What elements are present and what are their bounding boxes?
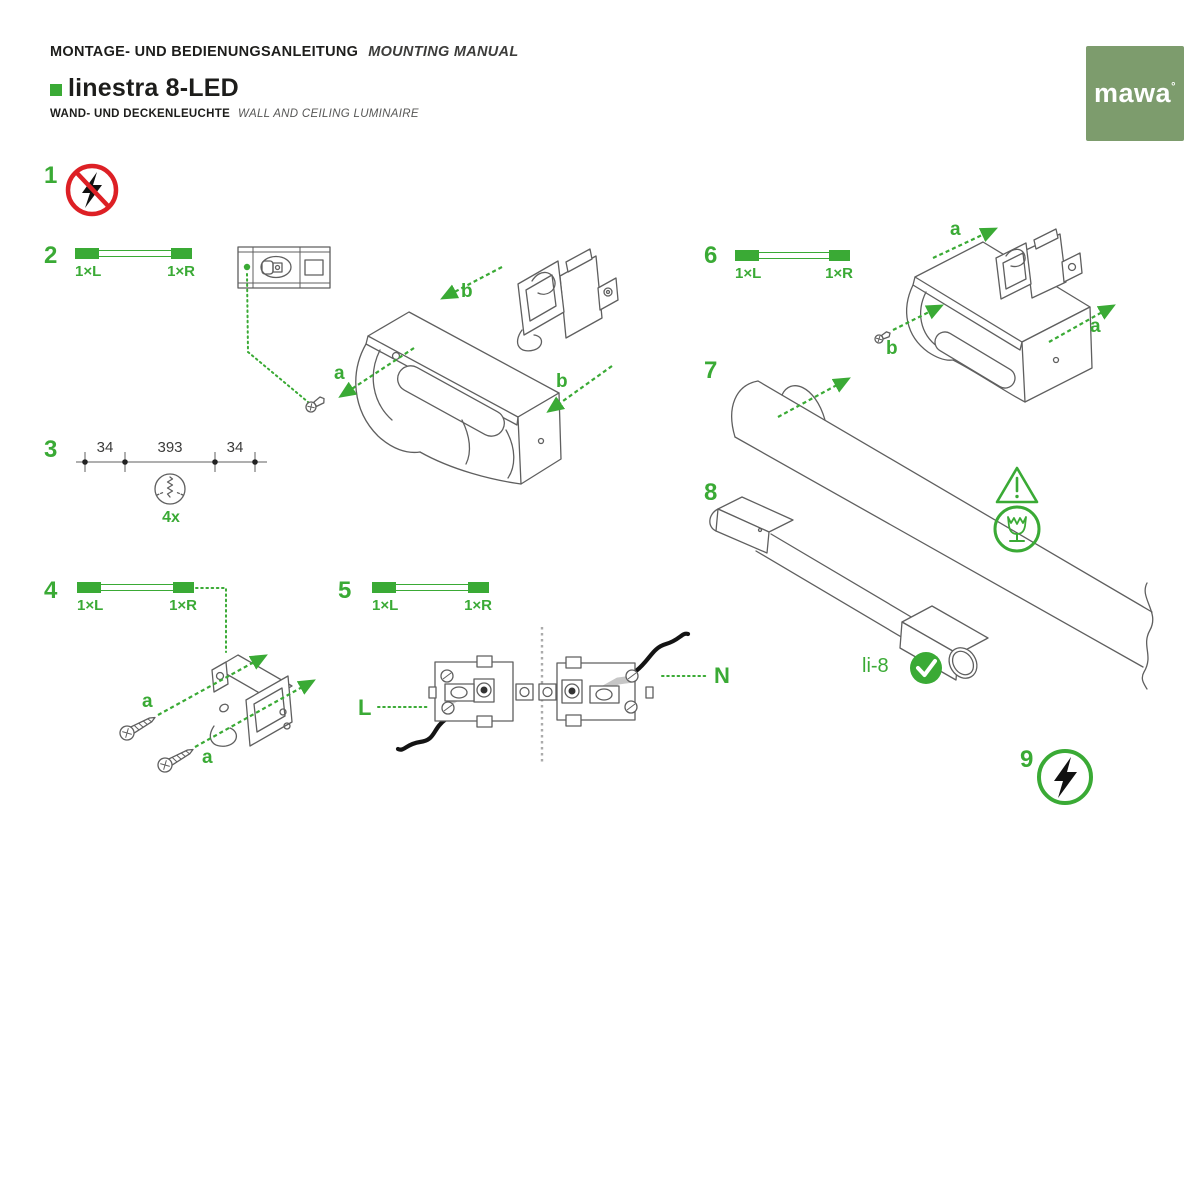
annotation-a: a <box>1090 316 1101 337</box>
bar-end-left <box>372 582 396 593</box>
title-german: MONTAGE- UND BEDIENUNGSANLEITUNG <box>50 44 359 60</box>
qty-bar-labels-step4: 1×L 1×R <box>77 598 197 613</box>
screw-count-label: 4x <box>162 509 180 526</box>
dimension-value: 34 <box>226 439 244 456</box>
annotation-a: a <box>334 363 345 384</box>
bar-tube <box>759 252 829 259</box>
annotation-a: a <box>142 691 153 712</box>
step-number-7: 7 <box>704 357 718 384</box>
annotation-b: b <box>886 338 898 359</box>
assembly-direction-arrows-2 <box>892 227 1116 343</box>
bar-tube <box>396 584 468 591</box>
end-cap-assembly-2 <box>995 228 1083 300</box>
annotation-b: b <box>556 371 568 392</box>
qty-bar-step6 <box>735 250 850 261</box>
subtitle-english: WALL AND CEILING LUMINAIRE <box>238 108 419 120</box>
step-number-1: 1 <box>44 162 58 189</box>
lamp-socket-right <box>538 631 691 727</box>
qty-label-left: 1×L <box>77 597 104 614</box>
bar-end-right <box>468 582 489 593</box>
qty-label-left: 1×L <box>75 263 102 280</box>
bar-end-left <box>75 248 99 259</box>
linestra-lamp <box>709 496 989 681</box>
assembly-direction-arrows <box>338 266 613 413</box>
wood-screw <box>119 716 156 741</box>
bar-end-left <box>735 250 759 261</box>
bar-tube <box>101 584 173 591</box>
power-on-icon <box>1037 749 1093 805</box>
qty-bar-labels-step6: 1×L 1×R <box>735 266 853 281</box>
fragile-glass-icon <box>993 505 1041 553</box>
qty-label-left: 1×L <box>735 265 762 282</box>
logo-text: mawa <box>1094 78 1172 108</box>
qty-label-right: 1×R <box>167 263 195 280</box>
product-name: linestra 8-LED <box>68 74 239 102</box>
qty-label-right: 1×R <box>825 265 853 282</box>
warning-triangle-icon <box>995 466 1039 504</box>
mounting-screw-small <box>305 396 325 413</box>
qty-bar-step4 <box>77 582 194 593</box>
step-number-8: 8 <box>704 479 718 506</box>
bar-tube <box>99 250 171 257</box>
step-number-6: 6 <box>704 242 718 269</box>
wiring-n-label: N <box>714 663 730 688</box>
qty-label-left: 1×L <box>372 597 399 614</box>
bar-end-left <box>77 582 101 593</box>
title-english: MOUNTING MANUAL <box>368 44 519 60</box>
step-number-2: 2 <box>44 242 58 269</box>
qty-bar-step2 <box>75 248 192 259</box>
dimension-value: 34 <box>96 439 114 456</box>
bar-end-right <box>829 250 850 261</box>
check-icon <box>910 652 942 684</box>
leader-line-step4 <box>195 587 227 653</box>
lamp-socket-left <box>395 655 534 752</box>
lamp-model-label: li-8 <box>862 655 889 677</box>
mounting-screw-small-2 <box>874 331 891 344</box>
end-cap-assembly <box>517 248 619 352</box>
step-number-5: 5 <box>338 577 352 604</box>
page-header-subtitle: WAND- UND DECKENLEUCHTE WALL AND CEILING … <box>50 108 419 120</box>
step-number-9: 9 <box>1020 746 1034 773</box>
drill-screw-icon <box>154 473 186 505</box>
bar-end-right <box>173 582 194 593</box>
luminaire-isometric <box>355 311 562 485</box>
luminaire-top-view <box>237 246 331 403</box>
logo-mark: ° <box>1171 80 1176 93</box>
step-number-4: 4 <box>44 577 58 604</box>
wood-screw <box>157 748 194 773</box>
qty-bar-labels-step2: 1×L 1×R <box>75 264 195 279</box>
no-power-icon <box>65 163 119 217</box>
qty-bar-step5 <box>372 582 489 593</box>
dimension-drawing <box>76 452 267 472</box>
page-header-title: MONTAGE- UND BEDIENUNGSANLEITUNG MOUNTING… <box>50 44 519 60</box>
subtitle-german: WAND- UND DECKENLEUCHTE <box>50 108 231 120</box>
qty-bar-labels-step5: 1×L 1×R <box>372 598 492 613</box>
bar-end-right <box>171 248 192 259</box>
mawa-logo: mawa° <box>1086 46 1184 141</box>
lamp-tube <box>731 377 1154 690</box>
dimension-value: 393 <box>157 439 183 456</box>
mounting-bracket <box>157 654 316 748</box>
annotation-a: a <box>202 747 213 768</box>
step-number-3: 3 <box>44 436 58 463</box>
qty-label-right: 1×R <box>464 597 492 614</box>
wiring-l-label: L <box>358 695 372 720</box>
qty-label-right: 1×R <box>169 597 197 614</box>
annotation-a: a <box>950 219 961 240</box>
annotation-b: b <box>461 281 473 302</box>
product-bullet <box>50 84 62 96</box>
